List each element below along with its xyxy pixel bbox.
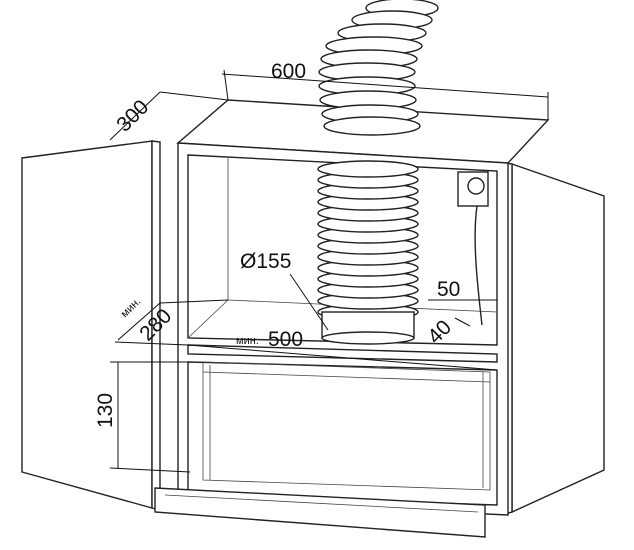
hood-front-bar [154, 487, 486, 538]
dim-line [109, 91, 161, 141]
dim-line [454, 317, 471, 327]
dim-line [114, 341, 189, 346]
lower-compartment [187, 361, 498, 506]
dim-line [221, 73, 549, 98]
dim-line [109, 467, 191, 473]
socket-offset-label: 50 [437, 278, 460, 301]
left-door [21, 140, 153, 509]
right-door [511, 163, 605, 514]
dim-line [159, 91, 229, 101]
flexible-duct [317, 0, 439, 321]
hood-frame-top [202, 371, 491, 383]
power-plug [467, 177, 485, 195]
dim-line [187, 344, 498, 371]
min-width-label: 500 [268, 328, 303, 351]
power-socket [457, 171, 489, 207]
hood-front-bar-line [164, 494, 479, 513]
power-cable [474, 205, 483, 326]
dim-line [159, 299, 229, 304]
shelf-left-edge [187, 299, 229, 339]
duct-ring [317, 160, 419, 178]
shelf [187, 344, 498, 363]
duct-diameter-label: Ø155 [240, 250, 291, 273]
dim-line [289, 273, 329, 331]
min-width-prefix: мин. [236, 335, 259, 347]
hood-frame [202, 361, 491, 491]
duct-collar-bottom [321, 331, 415, 345]
duct-ring [323, 116, 421, 136]
height-label: 130 [94, 393, 117, 428]
depth-label: 300 [112, 95, 153, 136]
width-label: 600 [271, 60, 306, 83]
dim-line [223, 69, 229, 101]
dim-line [117, 302, 161, 341]
